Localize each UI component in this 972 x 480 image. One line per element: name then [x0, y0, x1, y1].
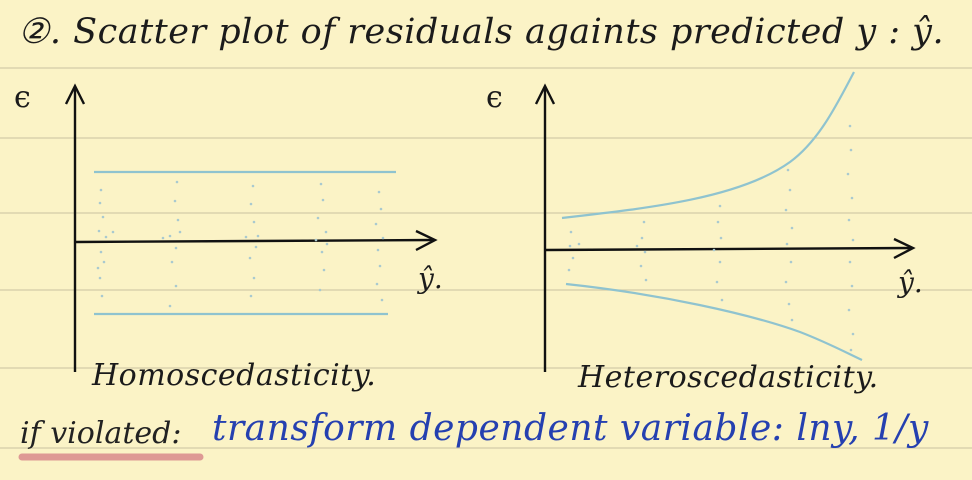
right-upper-curve — [561, 71, 855, 220]
right-lower-curve — [565, 282, 863, 361]
right-y-axis — [534, 83, 556, 372]
heteroscedasticity-caption: Heteroscedasticity. — [578, 360, 879, 395]
note-body: transform dependent variable: lny, 1/y — [212, 408, 929, 449]
right-x-axis-label: ŷ. — [898, 266, 923, 299]
homoscedasticity-plot — [64, 83, 438, 372]
left-x-axis — [74, 229, 438, 252]
right-y-axis-label: ϵ — [486, 80, 503, 115]
page-title: ②. Scatter plot of residuals againts pre… — [18, 12, 945, 52]
homoscedasticity-caption: Homoscedasticity. — [92, 358, 377, 393]
left-y-axis — [64, 83, 86, 372]
left-y-axis-label: ϵ — [14, 80, 31, 115]
ruled-lines — [0, 67, 972, 449]
left-x-axis-label: ŷ. — [418, 262, 443, 295]
note-label: if violated: — [20, 416, 182, 451]
heteroscedasticity-plot — [534, 71, 916, 372]
left-residual-dots — [96, 180, 385, 308]
right-residual-dots — [567, 124, 855, 352]
right-x-axis — [544, 237, 916, 260]
